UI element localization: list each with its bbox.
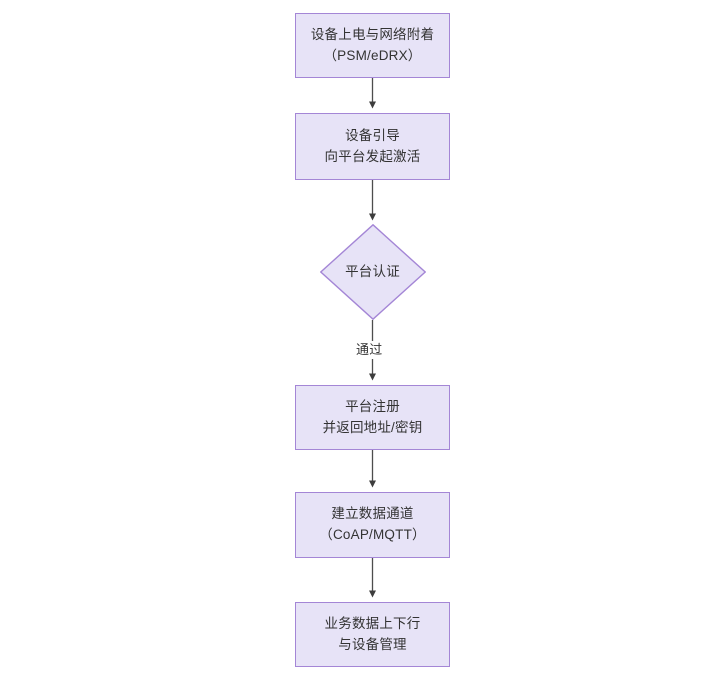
node-line: 并返回地址/密钥 xyxy=(322,419,423,435)
node-line: （CoAP/MQTT） xyxy=(319,527,426,542)
node-line: 向平台发起激活 xyxy=(324,148,421,164)
node-line: 建立数据通道 xyxy=(331,506,414,522)
node-device-power-on[interactable]: 设备上电与网络附着 （PSM/eDRX） xyxy=(295,13,450,78)
node-line: 平台认证 xyxy=(345,263,400,279)
node-line: （PSM/eDRX） xyxy=(323,47,422,63)
node-device-bootstrap[interactable]: 设备引导 向平台发起激活 xyxy=(295,113,450,180)
node-line: 业务数据上下行 xyxy=(324,615,421,631)
node-data-channel[interactable]: 建立数据通道 （CoAP/MQTT） xyxy=(295,492,450,558)
edge-label-pass: 通过 xyxy=(353,341,386,359)
node-line: 平台注册 xyxy=(345,398,400,414)
node-line: 与设备管理 xyxy=(338,636,407,652)
node-platform-registration[interactable]: 平台注册 并返回地址/密钥 xyxy=(295,385,450,450)
node-platform-authentication[interactable]: 平台认证 xyxy=(319,224,426,320)
node-line: 设备引导 xyxy=(345,127,400,143)
diamond-shape xyxy=(319,224,426,320)
node-business-data[interactable]: 业务数据上下行 与设备管理 xyxy=(295,602,450,667)
node-line: 设备上电与网络附着 xyxy=(310,26,435,42)
